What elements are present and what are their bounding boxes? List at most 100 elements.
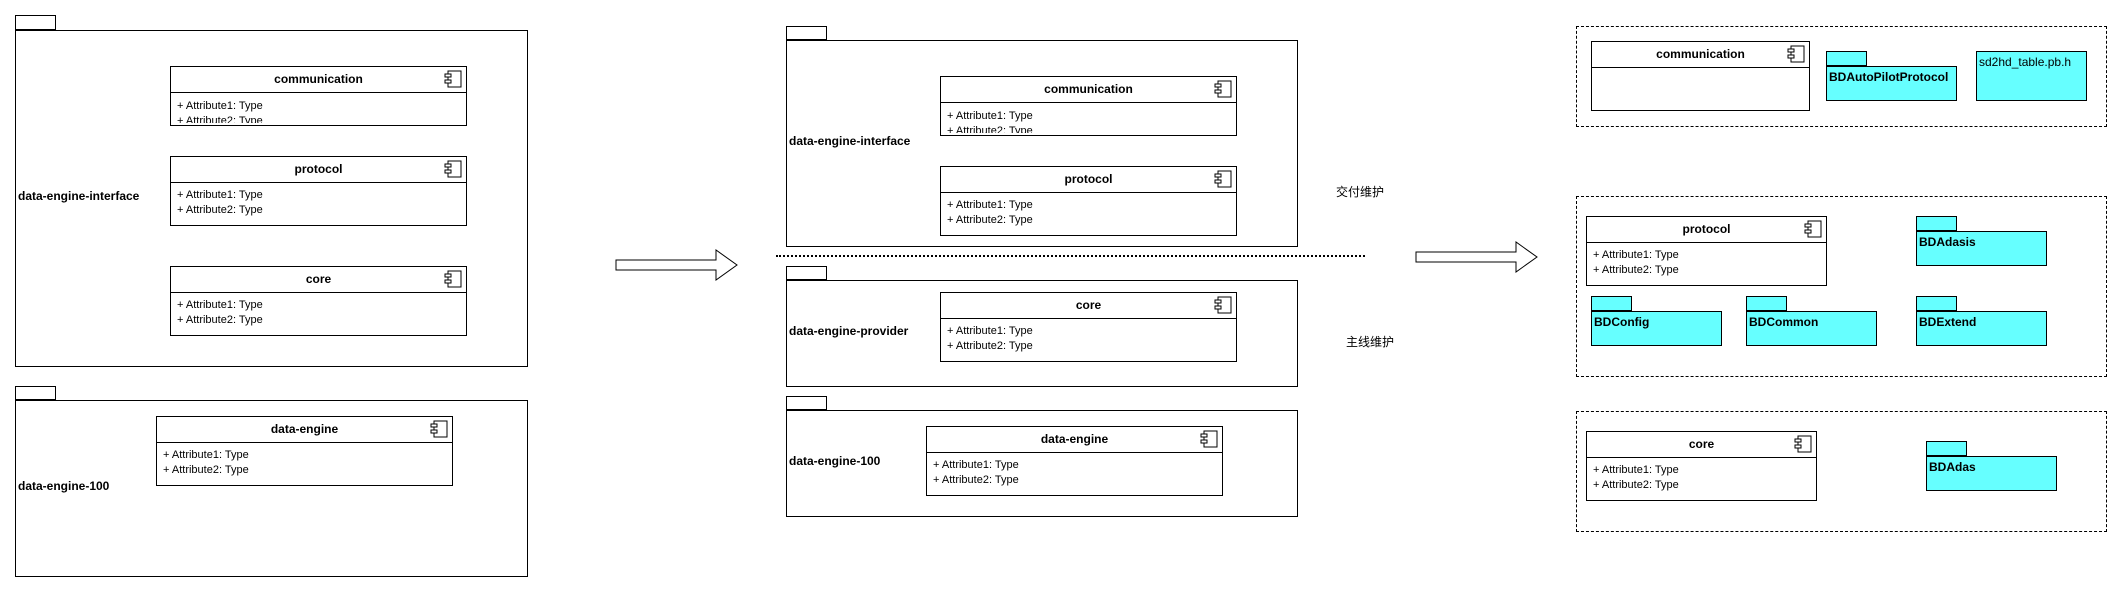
component-core[interactable]: core + Attribute1: Type + Attribute2: Ty… bbox=[170, 266, 467, 336]
library-tab bbox=[1826, 51, 1867, 66]
component-communication[interactable]: communication bbox=[1591, 41, 1810, 111]
attribute-1: + Attribute1: Type bbox=[177, 299, 263, 311]
library-label: BDAdas bbox=[1929, 460, 1976, 474]
component-icon bbox=[444, 270, 462, 288]
package-label: data-engine-provider bbox=[789, 324, 909, 338]
package-tab bbox=[15, 15, 56, 30]
attribute-2: + Attribute2: Type bbox=[177, 204, 263, 216]
component-title: core bbox=[171, 267, 466, 293]
attribute-list: + Attribute1: Type + Attribute2: Type bbox=[177, 188, 263, 218]
package-tab bbox=[786, 396, 827, 410]
note-delivery: 交付维护 bbox=[1336, 185, 1385, 199]
package-tab bbox=[15, 386, 56, 400]
component-icon bbox=[444, 70, 462, 88]
attribute-2: + Attribute2: Type bbox=[947, 340, 1033, 352]
component-icon bbox=[1214, 170, 1232, 188]
component-core[interactable]: core + Attribute1: Type + Attribute2: Ty… bbox=[1586, 431, 1817, 501]
library-label: sd2hd_table.pb.h bbox=[1979, 55, 2072, 69]
attribute-2: + Attribute2: Type bbox=[1593, 479, 1679, 491]
attribute-list: + Attribute1: Type + Attribute2: Type bbox=[177, 99, 263, 123]
component-title: communication bbox=[941, 77, 1236, 103]
group-core bbox=[1576, 411, 2107, 532]
component-icon bbox=[1214, 80, 1232, 98]
library-label: BDCommon bbox=[1749, 315, 1819, 329]
component-icon bbox=[430, 420, 448, 438]
package-label: data-engine-100 bbox=[18, 479, 110, 493]
library-tab bbox=[1926, 441, 1967, 456]
attribute-list: + Attribute1: Type + Attribute2: Type bbox=[1593, 463, 1679, 493]
component-title: core bbox=[941, 293, 1236, 319]
component-title: data-engine bbox=[157, 417, 452, 443]
group-communication bbox=[1576, 26, 2107, 127]
component-data-engine[interactable]: data-engine + Attribute1: Type + Attribu… bbox=[926, 426, 1223, 496]
component-title: communication bbox=[171, 67, 466, 93]
attribute-list: + Attribute1: Type + Attribute2: Type bbox=[947, 109, 1033, 133]
note-mainline: 主线维护 bbox=[1346, 335, 1395, 349]
package-label: data-engine-interface bbox=[789, 134, 911, 148]
library-label: BDExtend bbox=[1919, 315, 1977, 329]
component-title: protocol bbox=[171, 157, 466, 183]
component-icon bbox=[1200, 430, 1218, 448]
attribute-1: + Attribute1: Type bbox=[163, 449, 249, 461]
attribute-1: + Attribute1: Type bbox=[947, 110, 1033, 122]
library-bdextend[interactable]: BDExtend bbox=[1916, 311, 2047, 346]
component-title: data-engine bbox=[927, 427, 1222, 453]
library-tab bbox=[1916, 216, 1957, 231]
attribute-list: + Attribute1: Type + Attribute2: Type bbox=[1593, 248, 1679, 278]
component-icon bbox=[1787, 45, 1805, 63]
attribute-list: + Attribute1: Type + Attribute2: Type bbox=[177, 298, 263, 328]
component-communication[interactable]: communication + Attribute1: Type + Attri… bbox=[170, 66, 467, 126]
component-protocol[interactable]: protocol + Attribute1: Type + Attribute2… bbox=[170, 156, 467, 226]
attribute-1: + Attribute1: Type bbox=[933, 459, 1019, 471]
component-core[interactable]: core + Attribute1: Type + Attribute2: Ty… bbox=[940, 292, 1237, 362]
attribute-1: + Attribute1: Type bbox=[947, 199, 1033, 211]
component-icon bbox=[444, 160, 462, 178]
library-label: BDConfig bbox=[1594, 315, 1650, 329]
component-protocol[interactable]: protocol + Attribute1: Type + Attribute2… bbox=[940, 166, 1237, 236]
separator-line bbox=[776, 255, 1365, 257]
attribute-1: + Attribute1: Type bbox=[1593, 464, 1679, 476]
component-data-engine[interactable]: data-engine + Attribute1: Type + Attribu… bbox=[156, 416, 453, 486]
arrow-right-icon bbox=[615, 249, 738, 281]
attribute-2: + Attribute2: Type bbox=[947, 125, 1033, 133]
package-label: data-engine-interface bbox=[18, 189, 140, 203]
arrow-right-icon bbox=[1415, 241, 1538, 273]
attribute-list: + Attribute1: Type + Attribute2: Type bbox=[947, 324, 1033, 354]
library-tab bbox=[1746, 296, 1787, 311]
library-bdcommon[interactable]: BDCommon bbox=[1746, 311, 1877, 346]
component-title: protocol bbox=[941, 167, 1236, 193]
component-title: protocol bbox=[1587, 217, 1826, 243]
library-bdconfig[interactable]: BDConfig bbox=[1591, 311, 1722, 346]
library-label: BDAutoPilotProtocol bbox=[1829, 70, 1949, 84]
package-tab bbox=[786, 266, 827, 280]
attribute-2: + Attribute2: Type bbox=[163, 464, 249, 476]
attribute-1: + Attribute1: Type bbox=[177, 100, 263, 112]
library-tab bbox=[1916, 296, 1957, 311]
attribute-1: + Attribute1: Type bbox=[177, 189, 263, 201]
component-icon bbox=[1804, 220, 1822, 238]
component-protocol[interactable]: protocol + Attribute1: Type + Attribute2… bbox=[1586, 216, 1827, 286]
component-title: communication bbox=[1592, 42, 1809, 68]
package-tab bbox=[786, 26, 827, 40]
attribute-2: + Attribute2: Type bbox=[177, 115, 263, 123]
group-protocol bbox=[1576, 196, 2107, 377]
attribute-list: + Attribute1: Type + Attribute2: Type bbox=[933, 458, 1019, 488]
component-communication[interactable]: communication + Attribute1: Type + Attri… bbox=[940, 76, 1237, 136]
attribute-1: + Attribute1: Type bbox=[947, 325, 1033, 337]
attribute-2: + Attribute2: Type bbox=[1593, 264, 1679, 276]
attribute-2: + Attribute2: Type bbox=[947, 214, 1033, 226]
attribute-2: + Attribute2: Type bbox=[933, 474, 1019, 486]
library-sd2hd-table[interactable]: sd2hd_table.pb.h bbox=[1976, 51, 2087, 101]
component-icon bbox=[1794, 435, 1812, 453]
package-label: data-engine-100 bbox=[789, 454, 881, 468]
library-bdautopilotprotocol[interactable]: BDAutoPilotProtocol bbox=[1826, 66, 1957, 101]
attribute-1: + Attribute1: Type bbox=[1593, 249, 1679, 261]
component-title: core bbox=[1587, 432, 1816, 458]
library-tab bbox=[1591, 296, 1632, 311]
library-bdadas[interactable]: BDAdas bbox=[1926, 456, 2057, 491]
attribute-list: + Attribute1: Type + Attribute2: Type bbox=[163, 448, 249, 478]
library-label: BDAdasis bbox=[1919, 235, 1976, 249]
attribute-list: + Attribute1: Type + Attribute2: Type bbox=[947, 198, 1033, 228]
library-bdadasis[interactable]: BDAdasis bbox=[1916, 231, 2047, 266]
attribute-2: + Attribute2: Type bbox=[177, 314, 263, 326]
